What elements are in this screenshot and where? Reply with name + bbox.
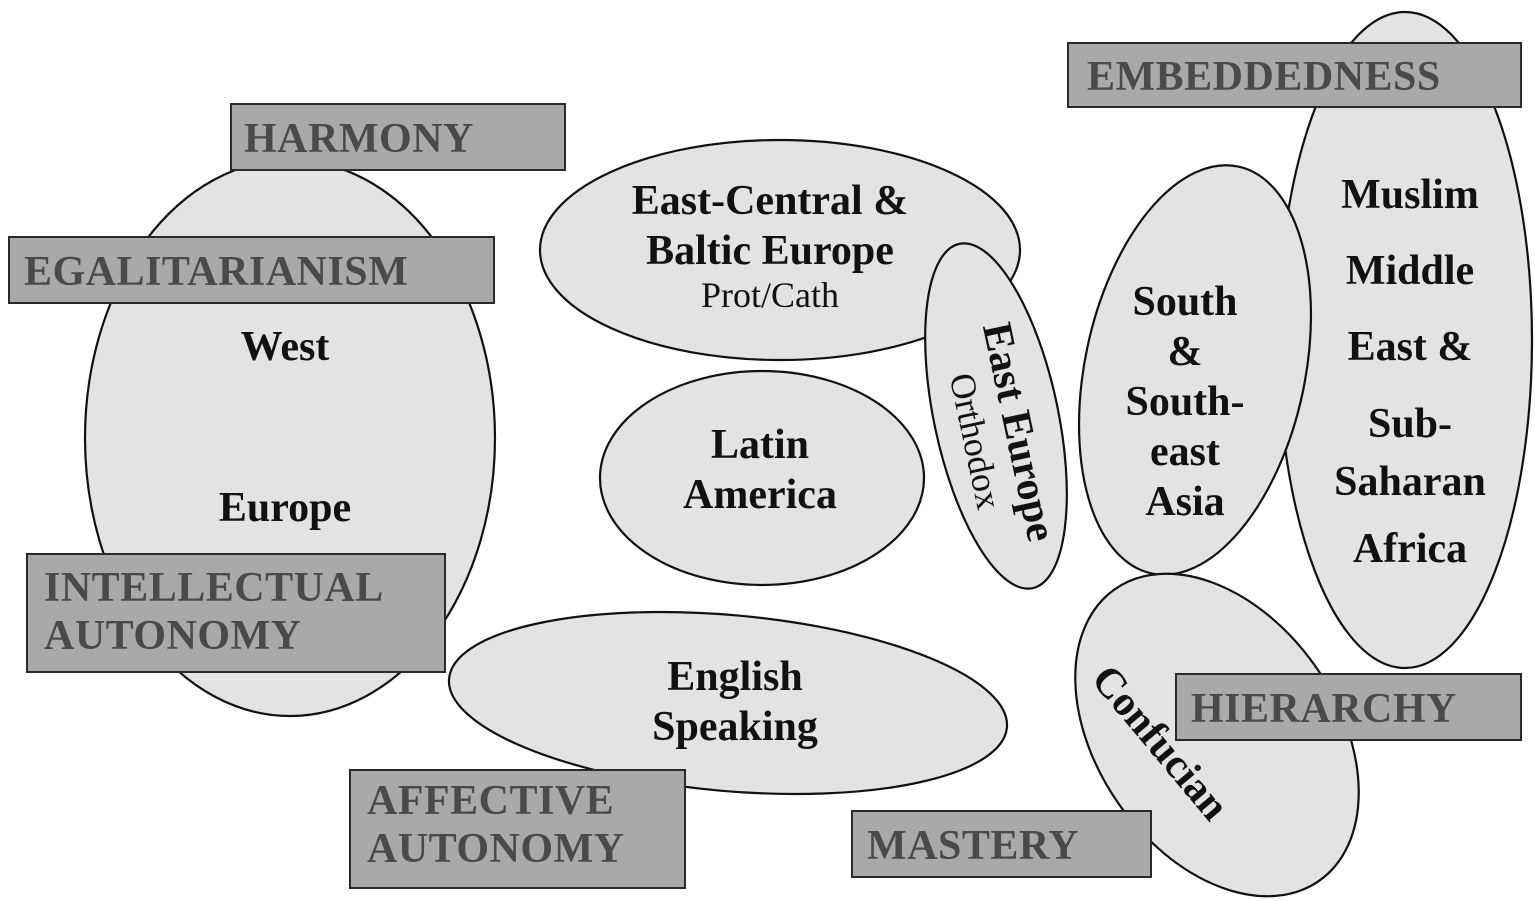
region-latin-america-ellipse <box>598 369 926 587</box>
region-east-europe-ellipse <box>924 242 1068 590</box>
dimension-intellectual-autonomy: INTELLECTUAL AUTONOMY <box>26 553 446 673</box>
south-asia-line1: South <box>1132 279 1238 325</box>
dimension-harmony-text: HARMONY <box>244 116 474 162</box>
region-west-label: West <box>240 324 330 370</box>
dimension-egalitarianism-text: EGALITARIANISM <box>24 249 409 295</box>
dimension-mastery-text: MASTERY <box>867 823 1080 869</box>
dimension-hierarchy: HIERARCHY <box>1175 673 1522 741</box>
dimension-embeddedness: EMBEDDEDNESS <box>1067 42 1522 108</box>
dimension-affective-line1: AFFECTIVE <box>367 778 615 824</box>
muslim-line5: Saharan <box>1334 459 1486 505</box>
region-europe-label: Europe <box>218 485 352 531</box>
english-line2: Speaking <box>652 704 818 750</box>
region-muslim-africa-label: Muslim Middle East & Sub- Saharan Africa <box>1310 157 1510 587</box>
dimension-embeddedness-text: EMBEDDEDNESS <box>1087 54 1441 100</box>
region-east-central-line2: Baltic Europe <box>646 228 894 274</box>
dimension-affective-autonomy: AFFECTIVE AUTONOMY <box>349 769 686 889</box>
region-english-speaking-label: English Speaking <box>620 652 850 752</box>
dimension-mastery: MASTERY <box>851 810 1152 878</box>
dimension-egalitarianism: EGALITARIANISM <box>8 236 495 304</box>
south-asia-line4: east <box>1150 429 1220 475</box>
region-east-central-line1: East-Central & <box>631 178 909 224</box>
south-asia-line3: South- <box>1125 379 1245 425</box>
muslim-line6: Africa <box>1352 526 1468 572</box>
region-east-central-ellipse <box>538 138 1022 362</box>
region-south-asia-ellipse <box>1077 164 1313 576</box>
dimension-intellectual-line1: INTELLECTUAL <box>44 565 384 611</box>
dimension-harmony: HARMONY <box>230 103 566 171</box>
muslim-line2: Middle <box>1345 248 1475 294</box>
region-east-central-label: East-Central & Baltic Europe Prot/Cath <box>590 176 950 314</box>
region-south-asia-label: South & South- east Asia <box>1095 277 1275 527</box>
dimension-hierarchy-text: HIERARCHY <box>1191 686 1457 732</box>
region-english-speaking-ellipse <box>447 610 1009 796</box>
region-latin-line1: Latin <box>710 422 810 468</box>
muslim-line4: Sub- <box>1367 401 1453 447</box>
muslim-line1: Muslim <box>1341 172 1479 218</box>
south-asia-line5: Asia <box>1145 479 1225 525</box>
english-line1: English <box>667 654 803 700</box>
region-east-central-sub: Prot/Cath <box>700 275 839 315</box>
muslim-line3: East & <box>1347 324 1473 370</box>
region-latin-line2: America <box>683 472 837 518</box>
region-latin-america-label: Latin America <box>640 420 880 520</box>
dimension-affective-line2: AUTONOMY <box>367 826 625 872</box>
south-asia-line2: & <box>1167 329 1203 375</box>
dimension-intellectual-line2: AUTONOMY <box>44 613 302 659</box>
